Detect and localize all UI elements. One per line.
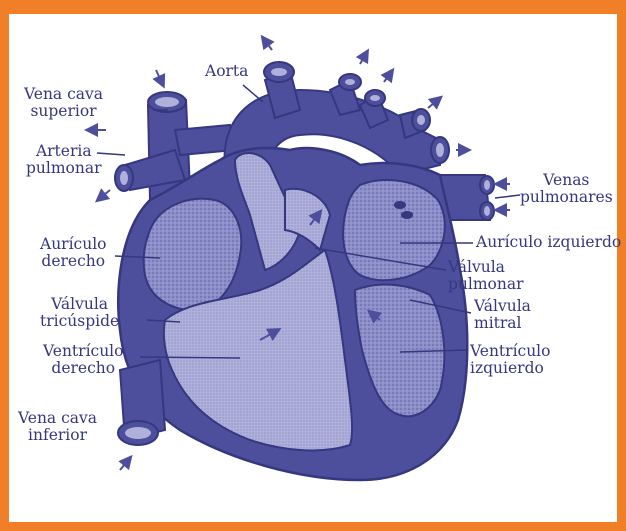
label-aorta: Aorta <box>205 63 248 80</box>
left-atrium <box>343 180 445 280</box>
label-auriculo-izquierdo: Aurículo izquierdo <box>476 234 621 251</box>
